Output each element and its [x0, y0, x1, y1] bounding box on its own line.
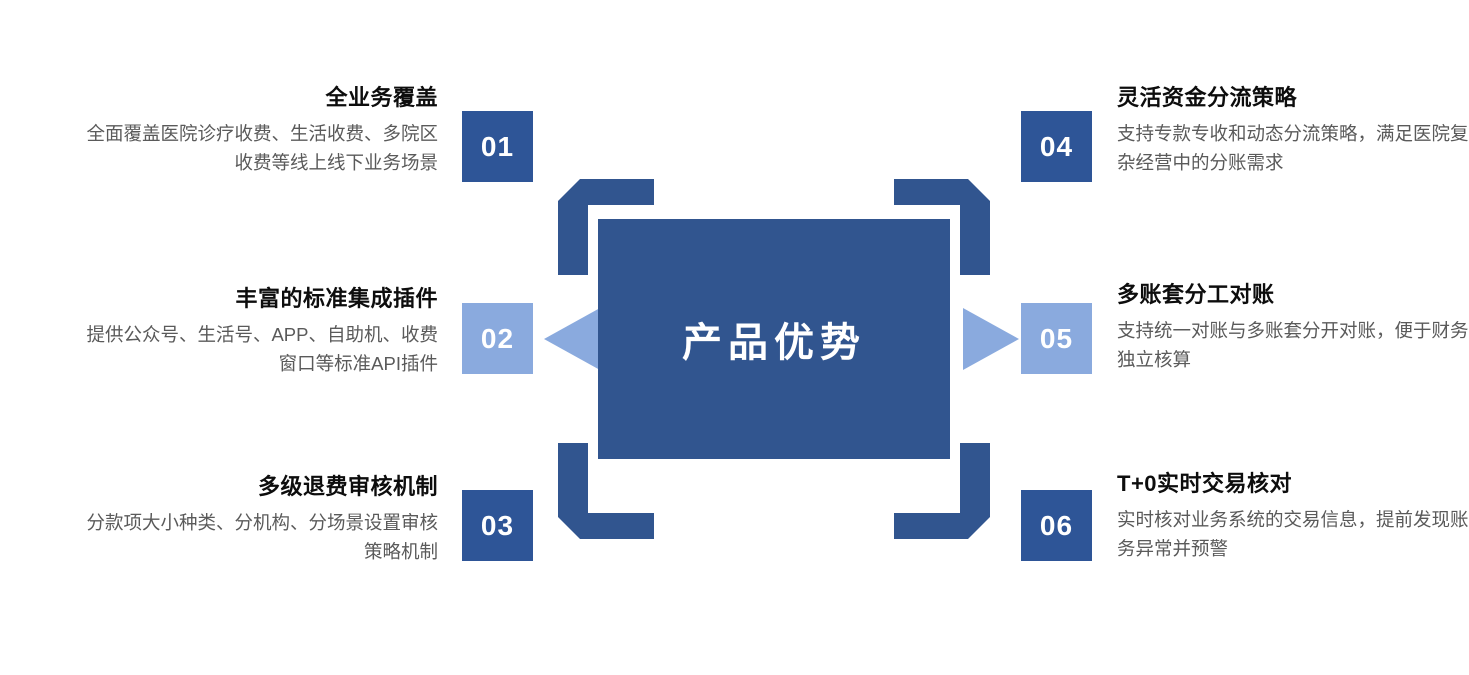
number-badge-02[interactable]: 02 — [462, 303, 533, 374]
number-badge-04[interactable]: 04 — [1021, 111, 1092, 182]
number-badge-label-03: 03 — [480, 509, 515, 541]
number-badge-06[interactable]: 06 — [1021, 490, 1092, 561]
feature-text-05: 多账套分工对账 支持统一对账与多账套分开对账，便于财务独立核算 — [1117, 281, 1469, 375]
feature-heading-06: T+0实时交易核对 — [1117, 471, 1293, 496]
number-badge-label-04: 04 — [1039, 130, 1074, 162]
feature-body-05: 支持统一对账与多账套分开对账，便于财务独立核算 — [1117, 319, 1469, 371]
elbow-arrow-up-left-icon — [558, 179, 654, 275]
feature-heading-03: 多级退费审核机制 — [257, 474, 438, 499]
feature-body-04: 支持专款专收和动态分流策略，满足医院复杂经营中的分账需求 — [1117, 122, 1469, 174]
feature-body-03: 分款项大小种类、分机构、分场景设置审核策略机制 — [86, 511, 438, 563]
feature-text-01: 全业务覆盖 全面覆盖医院诊疗收费、生活收费、多院区收费等线上线下业务场景 — [78, 84, 438, 178]
feature-text-03: 多级退费审核机制 分款项大小种类、分机构、分场景设置审核策略机制 — [78, 473, 438, 567]
feature-heading-01: 全业务覆盖 — [325, 85, 438, 110]
elbow-arrow-down-right-icon — [894, 443, 990, 539]
triangle-right-icon — [963, 308, 1019, 370]
feature-heading-02: 丰富的标准集成插件 — [235, 286, 438, 311]
elbow-arrow-down-left-icon — [558, 443, 654, 539]
number-badge-05[interactable]: 05 — [1021, 303, 1092, 374]
feature-heading-04: 灵活资金分流策略 — [1117, 85, 1298, 110]
number-badge-label-02: 02 — [480, 322, 515, 354]
feature-text-06: T+0实时交易核对 实时核对业务系统的交易信息，提前发现账务异常并预警 — [1117, 470, 1469, 564]
feature-text-04: 灵活资金分流策略 支持专款专收和动态分流策略，满足医院复杂经营中的分账需求 — [1117, 84, 1469, 178]
center-title: 产品优势 — [682, 321, 866, 365]
feature-body-01: 全面覆盖医院诊疗收费、生活收费、多院区收费等线上线下业务场景 — [86, 122, 438, 174]
number-badge-label-06: 06 — [1039, 509, 1074, 541]
feature-heading-05: 多账套分工对账 — [1117, 282, 1275, 307]
number-badge-label-05: 05 — [1039, 322, 1074, 354]
triangle-left-icon — [544, 308, 600, 370]
center-title-box: 产品优势 — [598, 219, 950, 459]
number-badge-label-01: 01 — [480, 130, 515, 162]
number-badge-03[interactable]: 03 — [462, 490, 533, 561]
number-badge-01[interactable]: 01 — [462, 111, 533, 182]
feature-body-06: 实时核对业务系统的交易信息，提前发现账务异常并预警 — [1117, 508, 1469, 560]
elbow-arrow-up-right-icon — [894, 179, 990, 275]
feature-body-02: 提供公众号、生活号、APP、自助机、收费窗口等标准API插件 — [86, 323, 438, 375]
feature-text-02: 丰富的标准集成插件 提供公众号、生活号、APP、自助机、收费窗口等标准API插件 — [78, 285, 438, 379]
